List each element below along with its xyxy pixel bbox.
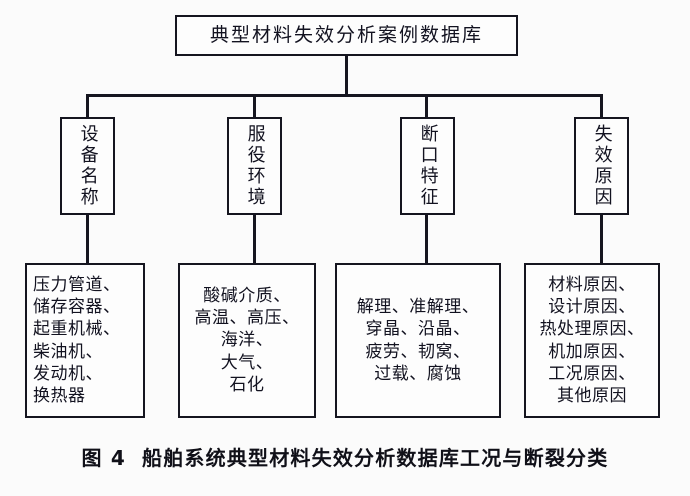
- connector-stem-2: [253, 214, 256, 265]
- category-node-failure-cause: 失效原因: [574, 117, 629, 215]
- connector-stem-4: [600, 214, 603, 265]
- figure-number: 图 4: [81, 446, 127, 470]
- category-node-equipment-name: 设备名称: [60, 117, 115, 215]
- category-label-2: 服役环境: [244, 124, 266, 208]
- connector-stem-3: [425, 214, 428, 265]
- failure-analysis-tree-diagram: 典型材料失效分析案例数据库 设备名称 服役环境 断口特征 失效原因 压力管道、储…: [25, 15, 660, 418]
- connector-stem-1: [86, 214, 89, 265]
- detail-text-3: 解理、准解理、穿晶、沿晶、疲劳、韧窝、过载、腐蚀: [356, 297, 480, 384]
- figure-caption-title: 船舶系统典型材料失效分析数据库工况与断裂分类: [142, 446, 609, 470]
- connector-drop-3: [425, 94, 428, 119]
- category-label-4: 失效原因: [591, 124, 613, 208]
- category-label-1: 设备名称: [77, 124, 99, 208]
- root-node-label: 典型材料失效分析案例数据库: [209, 24, 483, 47]
- connector-drop-4: [600, 94, 603, 119]
- connector-drop-2: [253, 94, 256, 119]
- detail-node-failure-cause: 材料原因、设计原因、热处理原因、机加原因、工况原因、其他原因: [524, 263, 660, 418]
- detail-text-4: 材料原因、设计原因、热处理原因、机加原因、工况原因、其他原因: [539, 275, 645, 406]
- connector-root-trunk: [345, 56, 348, 96]
- detail-node-service-environment: 酸碱介质、高温、高压、海洋、大气、石化: [178, 263, 316, 418]
- connector-drop-1: [86, 94, 89, 119]
- connector-distribution-bar: [86, 94, 603, 97]
- root-node-database: 典型材料失效分析案例数据库: [175, 15, 518, 56]
- category-label-3: 断口特征: [417, 124, 439, 208]
- detail-text-2: 酸碱介质、高温、高压、海洋、大气、石化: [194, 286, 300, 395]
- figure-caption: 图 4 船舶系统典型材料失效分析数据库工况与断裂分类: [0, 442, 690, 471]
- category-node-service-environment: 服役环境: [227, 117, 282, 215]
- detail-text-1: 压力管道、储存容器、起重机械、柴油机、发动机、换热器: [33, 275, 121, 406]
- category-node-fracture-features: 断口特征: [400, 117, 455, 215]
- detail-node-equipment-name: 压力管道、储存容器、起重机械、柴油机、发动机、换热器: [25, 263, 145, 418]
- detail-node-fracture-features: 解理、准解理、穿晶、沿晶、疲劳、韧窝、过载、腐蚀: [335, 263, 501, 418]
